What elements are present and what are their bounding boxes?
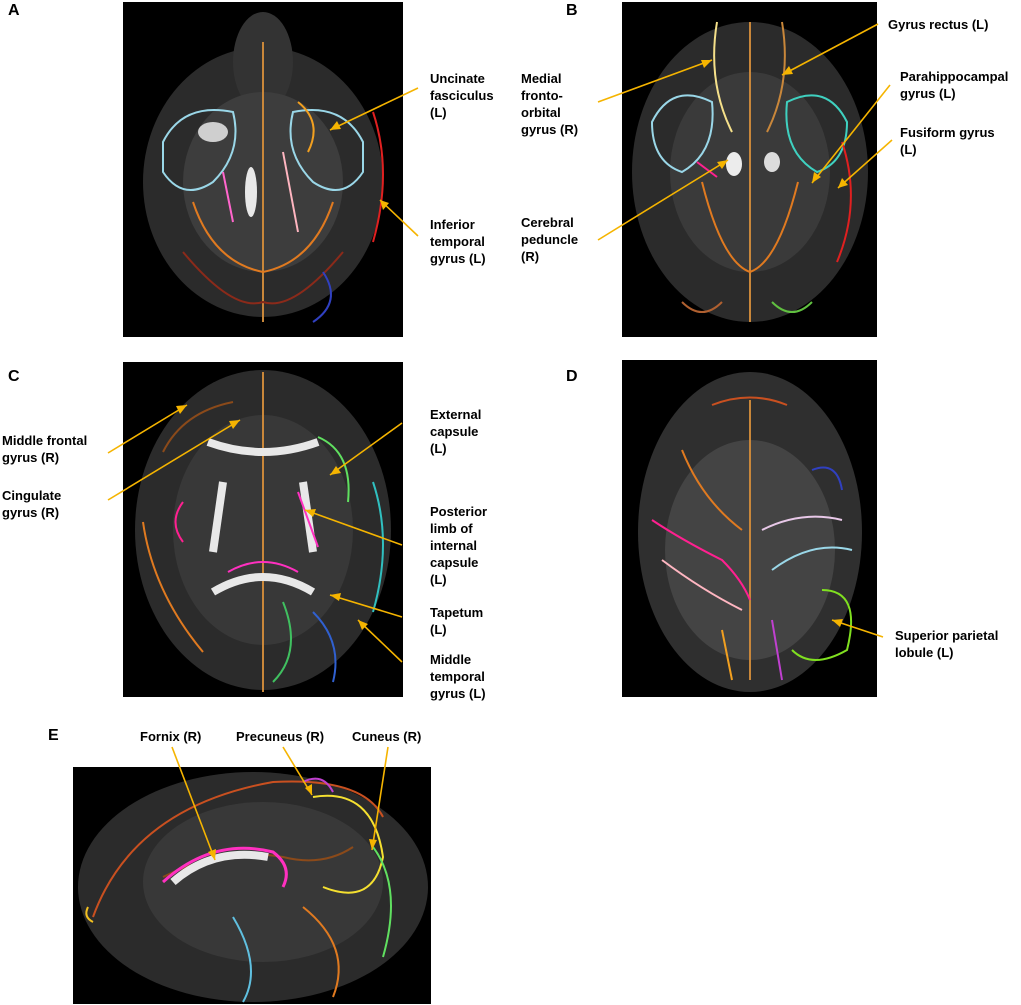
brain-image-e (73, 767, 431, 1004)
label-tapetum: Tapetum (L) (430, 605, 484, 637)
label-superior-parietal-lobule: Superior parietal lobule (L) (895, 628, 999, 660)
brain-image-c (123, 362, 403, 697)
panel-letter-e: E (48, 727, 59, 744)
label-cingulate-gyrus: Cingulate gyrus (R) (2, 488, 62, 520)
panel-letter-c: C (8, 368, 20, 385)
brain-image-d (622, 360, 877, 697)
brain-image-b (622, 2, 877, 337)
label-parahippocampal-gyrus: Parahippocampal gyrus (L) (900, 69, 1009, 101)
label-posterior-limb-internal-capsule: Posterior limb of internal capsule (L) (430, 504, 488, 587)
label-uncinate-fasciculus: Uncinate fasciculus (L) (430, 71, 494, 120)
brain-image-a (123, 2, 403, 337)
sagittal-slice-e (78, 772, 428, 1003)
label-fornix: Fornix (R) (140, 729, 202, 744)
panel-letter-d: D (566, 368, 578, 385)
label-gyrus-rectus: Gyrus rectus (L) (888, 17, 989, 32)
label-precuneus: Precuneus (R) (236, 729, 325, 744)
axial-slice-b (632, 21, 868, 322)
label-external-capsule: External capsule (L) (430, 407, 482, 456)
label-middle-frontal-gyrus: Middle frontal gyrus (R) (2, 433, 88, 465)
axial-slice-c (135, 370, 391, 692)
axial-slice-d (638, 372, 862, 692)
label-fusiform-gyrus: Fusiform gyrus (L) (900, 125, 995, 157)
panel-letter-b: B (566, 2, 578, 19)
label-medial-fronto-orbital-gyrus: Medial fronto- orbital gyrus (R) (521, 71, 579, 137)
label-cerebral-peduncle: Cerebral peduncle (R) (521, 215, 579, 264)
label-middle-temporal-gyrus: Middle temporal gyrus (L) (430, 652, 486, 701)
axial-slice-a (143, 12, 384, 323)
panel-letter-a: A (8, 2, 20, 19)
label-cuneus: Cuneus (R) (352, 729, 422, 744)
label-inferior-temporal-gyrus: Inferior temporal gyrus (L) (430, 217, 486, 266)
